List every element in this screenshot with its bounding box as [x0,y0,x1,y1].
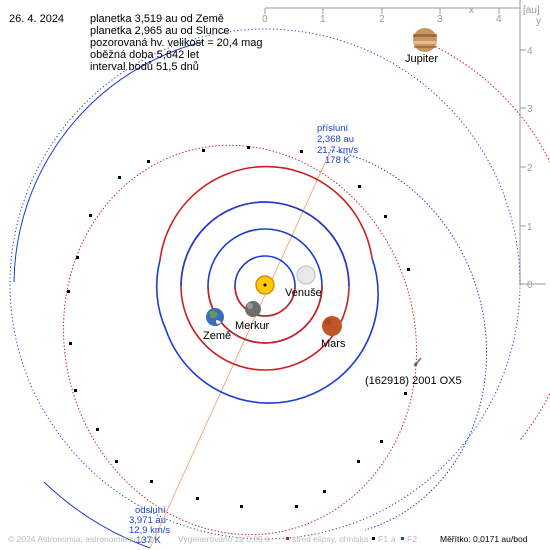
x-tick-label-4: 4 [496,14,502,25]
asteroid-label: (162918) 2001 OX5 [365,375,462,387]
x-axis-ticks: 0 1 2 3 4 [262,8,502,25]
asteroid-orbit-red [63,144,417,536]
distance-earth-line: planetka 3,519 au od Země [90,13,224,25]
aphelion-velocity: 12,9 km/s [129,525,170,536]
mars-orbit-upper [159,165,373,261]
y-tick-label-0: 0 [527,280,533,291]
legend-f1-text: F1 [378,534,388,544]
x-tick-label-0: 0 [262,14,268,25]
mars-orbit-left [155,259,167,331]
asteroid-marker [413,357,422,367]
legend-center-text: střed elipsy, ohniska [292,534,369,544]
legend-center-marker [286,537,289,540]
y-axis-name: y [536,16,541,27]
date-label: 26. 4. 2024 [9,13,65,25]
venus-planet [296,265,316,285]
perihelion-temperature: 178 K [325,155,350,166]
aphelion-distance: 3,971 au [129,515,166,526]
perihelion-annotation: přísluní 2,368 au 21,7 km/s 178 K [317,123,358,166]
perihelion-distance: 2,368 au [317,134,354,145]
jupiter-planet [413,28,437,52]
mercury-label: Merkur [235,320,270,332]
earth-label: Země [203,330,231,342]
y-tick-label-4: 4 [527,46,533,57]
legend-a-text: a [391,534,396,544]
jupiter-orbit-arc-upper [13,41,203,283]
x-axis-name: x [469,5,474,16]
perihelion-velocity: 21,7 km/s [317,145,358,156]
magnitude-line: pozorovaná hv. velikost = 20,4 mag [90,37,263,49]
y-axis-ticks: 4 3 2 1 0 [520,46,533,291]
header-info-block: planetka 3,519 au od Země planetka 2,965… [90,13,263,73]
jupiter-orbit-dotted [9,28,521,540]
axis-unit: [au] [523,5,540,16]
legend-f2-text: F2 [407,534,417,544]
sun-focus-marker [263,283,267,287]
earth-planet [206,308,224,326]
x-tick-label-1: 1 [320,14,326,25]
y-tick-label-1: 1 [527,222,533,233]
mars-orbit-lower [165,257,379,404]
footer: © 2024 Astronomia, astronomia.zcu.cz Vyg… [8,534,528,544]
x-tick-label-2: 2 [379,14,385,25]
point-interval-line: interval bodů 51,5 dnů [90,61,199,73]
distance-sun-line: planetka 2,965 au od Slunce [90,25,230,37]
mercury-planet [245,301,261,317]
asteroid-position-dots [67,146,410,508]
y-tick-label-3: 3 [527,104,533,115]
aphelion-temperature: 137 K [136,535,161,546]
y-tick-label-2: 2 [527,163,533,174]
legend-f1-marker [372,537,375,540]
jupiter-label: Jupiter [405,53,438,65]
period-line: oběžná doba 5,642 let [90,49,199,61]
x-tick-label-3: 3 [437,14,443,25]
asteroid-orbit-blue [329,149,488,531]
earth-orbit-blue [180,201,350,287]
mars-label: Mars [321,338,346,350]
aphelion-title: odsluní [135,505,166,516]
footer-generated: Vygenerováno za 0,09 s [178,534,269,544]
scale-text: Měřítko: 0,0171 au/bod [440,534,528,544]
footer-copyright: © 2024 Astronomia, astronomia.zcu.cz [8,534,154,544]
mercury-orbit-red [234,285,296,317]
venus-label: Venuše [285,287,322,299]
perihelion-title: přísluní [317,123,349,134]
aphelion-annotation: odsluní 3,971 au 12,9 km/s 137 K [129,505,170,546]
legend-f2-marker [401,537,404,540]
jupiter-orbit-arc-lower [43,481,151,549]
mars-planet [322,316,342,336]
apsis-line [149,151,331,549]
